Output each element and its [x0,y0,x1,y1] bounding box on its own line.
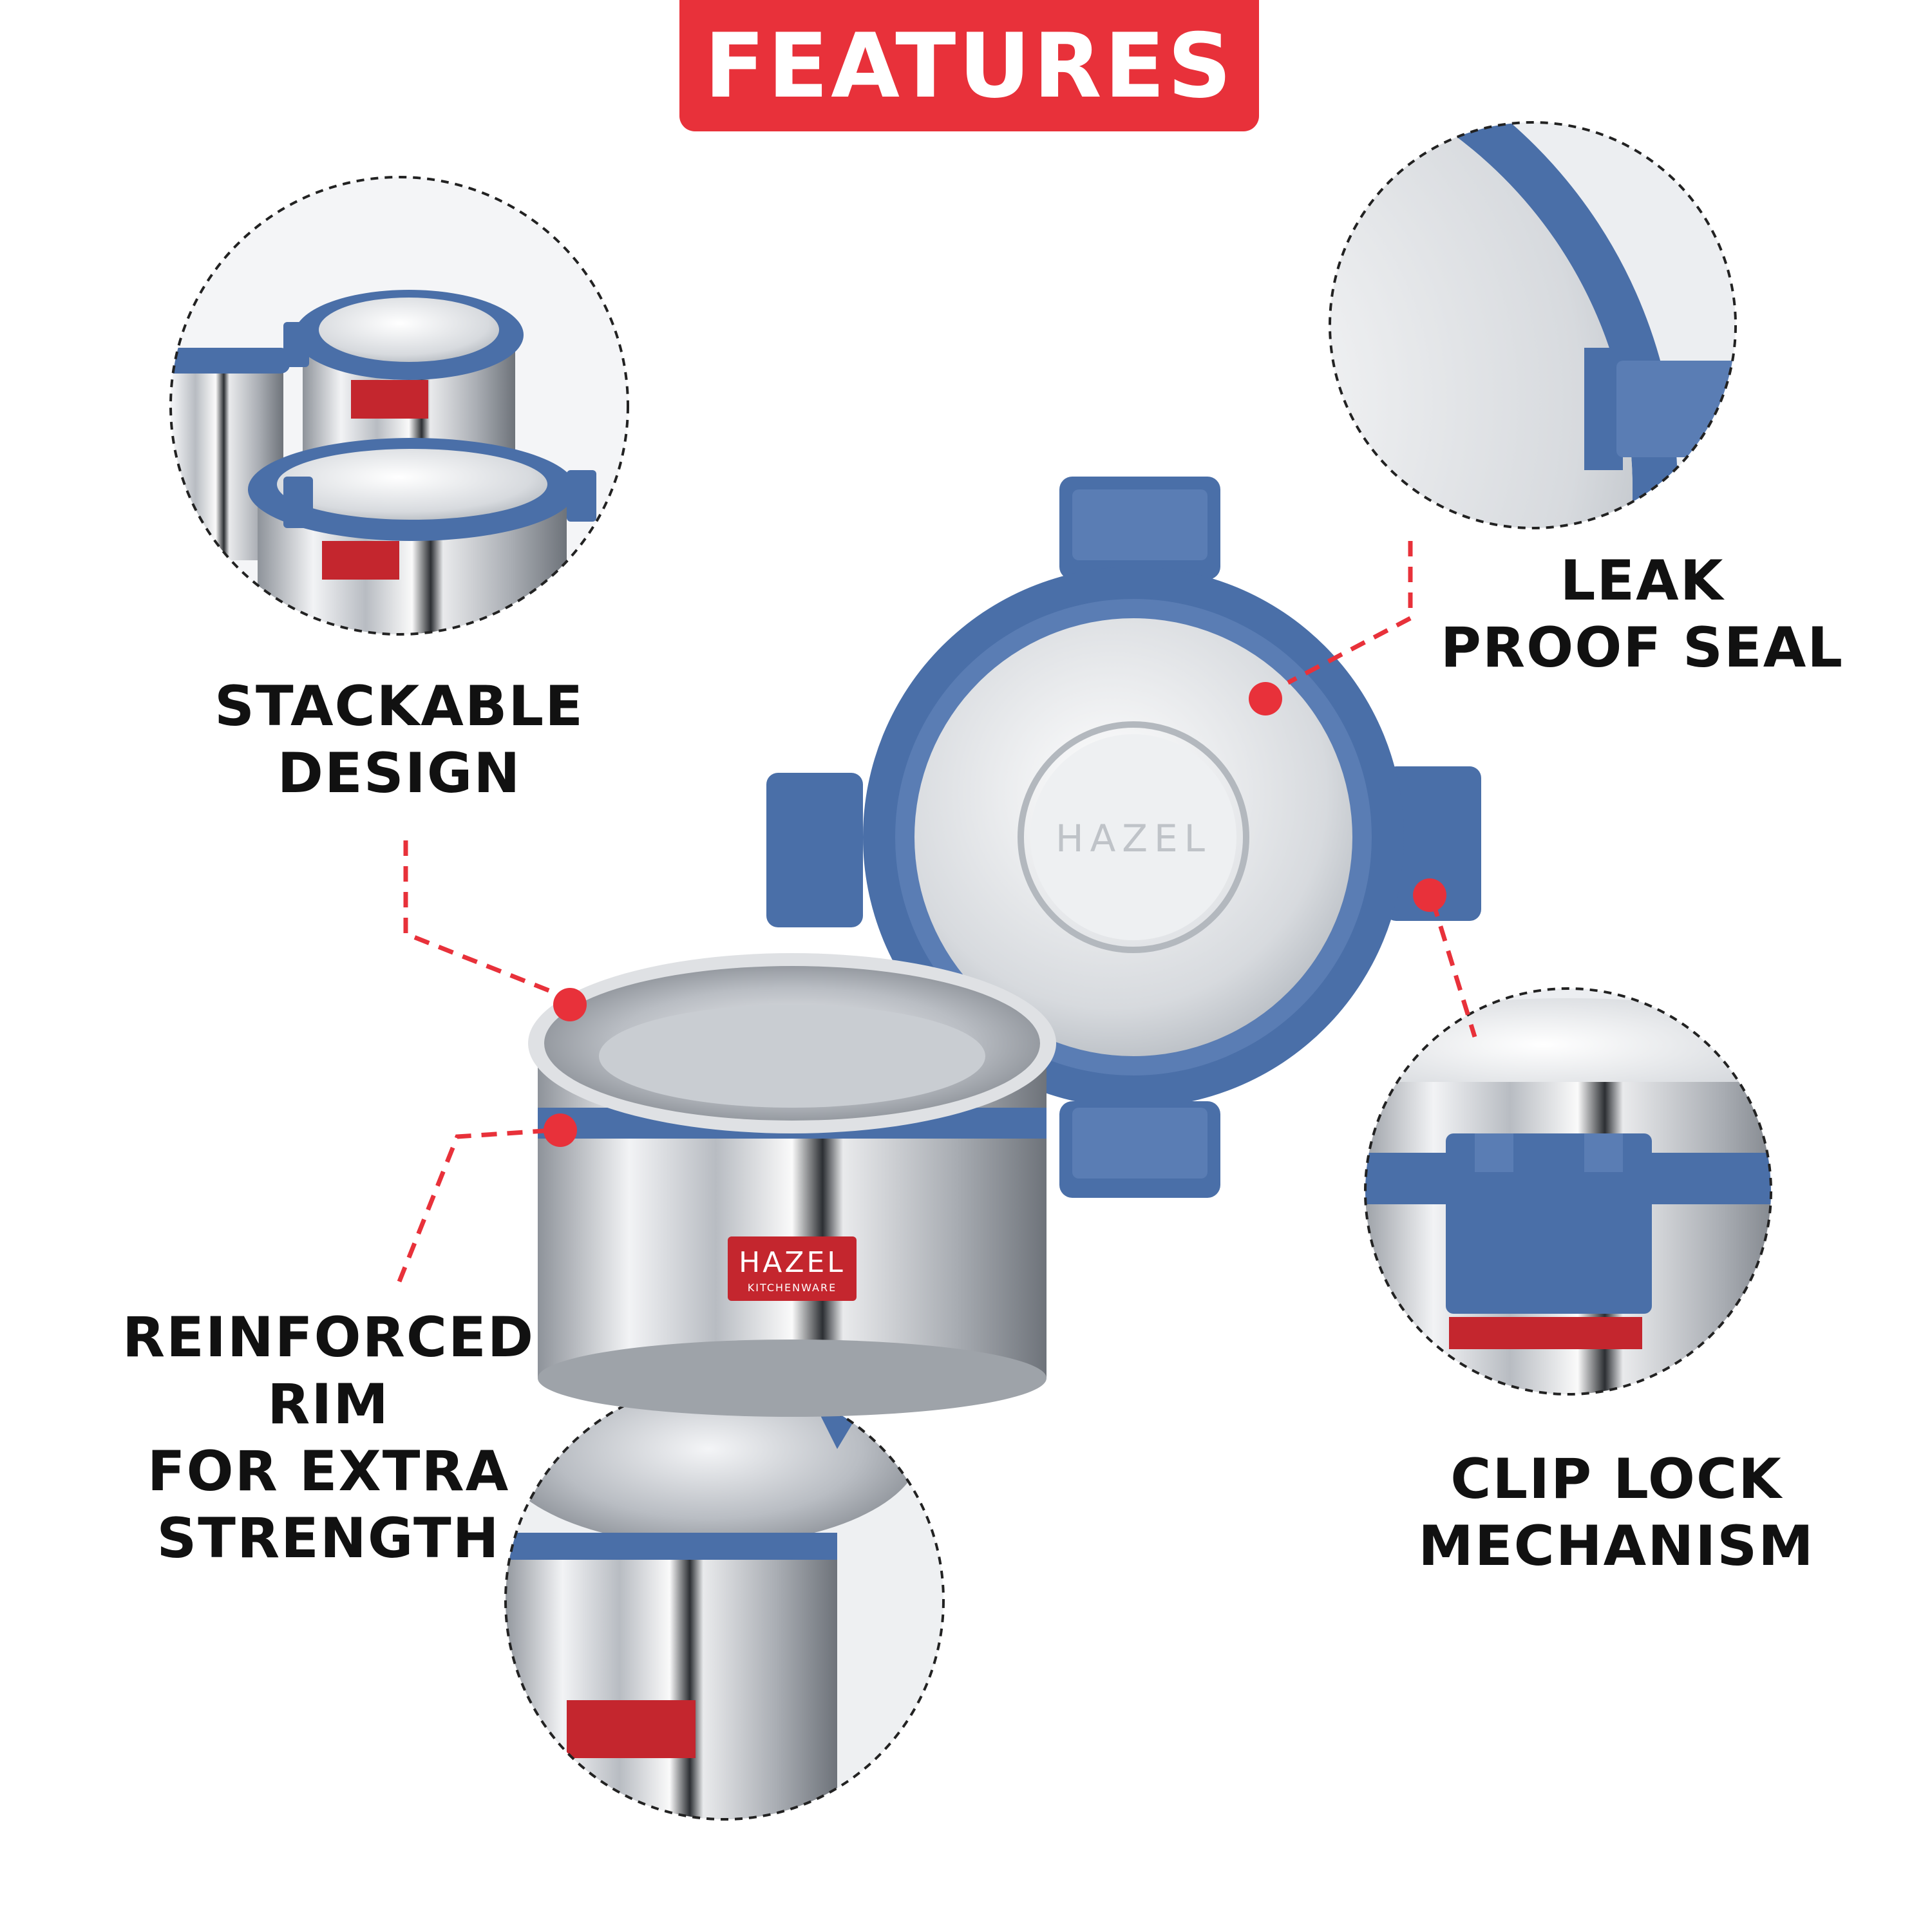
rim-callout-circle [504,1380,945,1821]
callout-dot-icon [544,1113,577,1147]
leak-proof-seal-label: LEAK PROOF SEAL [1397,547,1887,681]
stackable-line-2: DESIGN [277,741,522,806]
main-container: HAZEL KITCHENWARE [528,953,1056,1417]
svg-text:HAZEL: HAZEL [739,1246,846,1279]
stackable-callout-circle [169,176,629,636]
clip-lock-mechanism-label: CLIP LOCK MECHANISM [1372,1446,1861,1580]
features-title: FEATURES [704,14,1235,118]
stackable-line-1: STACKABLE [214,674,584,739]
rim-line-1: REINFORCED [122,1305,535,1370]
rim-line-2: RIM [267,1372,390,1437]
clip-lock-callout-circle [1364,987,1772,1396]
rim-line-3: FOR EXTRA [147,1439,510,1504]
callout-dot-icon [553,988,587,1021]
leak-line-1: LEAK [1560,549,1725,613]
callout-dot-icon [1249,682,1282,715]
leader-lines [397,541,1477,1283]
svg-text:KITCHENWARE: KITCHENWARE [748,1282,837,1294]
stackable-design-label: STACKABLE DESIGN [167,673,631,807]
features-banner: FEATURES [679,0,1259,131]
clip-line-2: MECHANISM [1418,1514,1815,1579]
callout-dot-icon [1413,878,1446,912]
svg-text:HAZEL: HAZEL [1056,817,1211,860]
leak-line-2: PROOF SEAL [1440,616,1844,681]
clip-line-1: CLIP LOCK [1450,1447,1783,1511]
callout-dots [544,682,1446,1147]
rim-line-4: STRENGTH [156,1506,500,1571]
reinforced-rim-label: REINFORCED RIM FOR EXTRA STRENGTH [84,1304,573,1572]
